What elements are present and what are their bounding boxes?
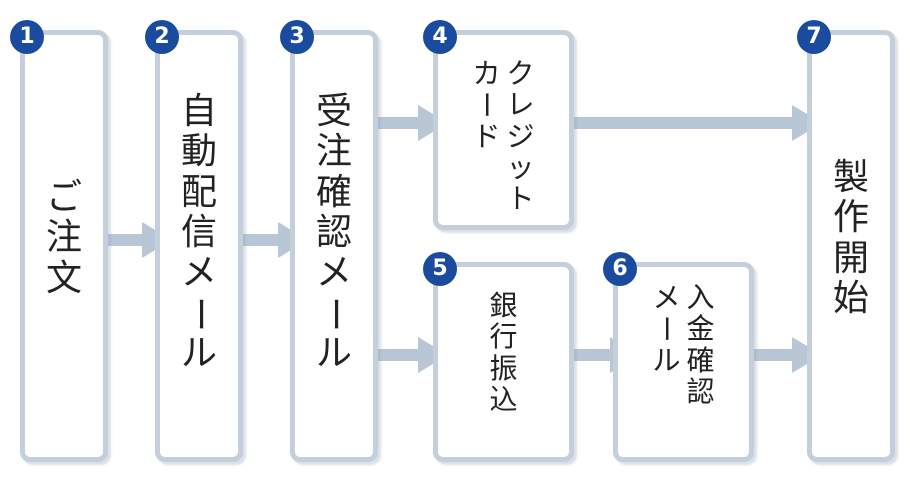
step-7-number-badge: 7 bbox=[797, 20, 831, 54]
step-1-label-char: ご bbox=[45, 177, 82, 218]
step-5-label: 銀 行 振 込 bbox=[433, 289, 574, 417]
step-4-label-char: ー bbox=[470, 91, 504, 120]
step-7-label-char: 開 bbox=[832, 237, 869, 279]
step-3-number-badge: 3 bbox=[280, 20, 314, 54]
step-3-label-char: 確 bbox=[315, 171, 352, 213]
step-4-label-char: ク bbox=[506, 57, 535, 90]
step-6-label-column: 入 金 確 認 bbox=[686, 281, 715, 409]
step-5-label-char: 銀 bbox=[489, 289, 518, 322]
step-7-label-char: 始 bbox=[832, 277, 869, 319]
step-3-box bbox=[290, 30, 378, 462]
step-6-box bbox=[613, 262, 754, 462]
step-4-number-badge: 4 bbox=[423, 20, 457, 54]
connector-2-3-line bbox=[242, 234, 280, 246]
step-6-number-badge: 6 bbox=[603, 252, 637, 286]
step-7-box bbox=[807, 30, 895, 462]
step-5-label-char: 行 bbox=[489, 320, 518, 354]
step-4-label-char: ッ bbox=[506, 151, 535, 185]
step-4-label-column: ク レ ジ ッ ト bbox=[507, 58, 535, 215]
step-6-label-char: メ bbox=[652, 281, 681, 314]
step-1-box bbox=[20, 30, 108, 462]
step-3-label-char: ー bbox=[314, 295, 356, 332]
step-4-label-char: ト bbox=[506, 182, 535, 216]
step-6-label-char: 入 bbox=[686, 281, 715, 314]
connector-5-6-line bbox=[574, 349, 612, 361]
step-2-label-char: 配 bbox=[180, 171, 217, 213]
step-3-label-char: ル bbox=[315, 332, 352, 374]
step-7-label-char: 製 bbox=[832, 157, 869, 198]
step-1-label-char: 注 bbox=[45, 217, 82, 259]
connector-3-5-line bbox=[377, 349, 420, 361]
step-2-label: 自 動 配 信 メ ー ル bbox=[155, 91, 243, 374]
step-6-label-char: 金 bbox=[686, 312, 715, 346]
step-3-label: 受 注 確 認 メ ー ル bbox=[290, 91, 378, 374]
step-6-label-column: メ ー ル bbox=[650, 281, 684, 377]
connector-6-7-line bbox=[753, 349, 794, 361]
connector-3-4-line bbox=[377, 117, 420, 129]
step-4-label: ク レ ジ ッ ト カ ー ド bbox=[433, 58, 574, 215]
step-6-label-char: ー bbox=[650, 315, 684, 344]
step-6-label-char: 認 bbox=[686, 375, 715, 409]
step-3-label-char: 注 bbox=[315, 131, 352, 173]
step-6-label-char: 確 bbox=[686, 343, 715, 377]
step-4-label-char: レ bbox=[506, 88, 535, 122]
step-2-label-char: 自 bbox=[180, 91, 217, 132]
step-2-label-char: メ bbox=[180, 252, 217, 294]
step-5-label-char: 込 bbox=[489, 383, 518, 417]
step-4-box bbox=[433, 30, 574, 230]
step-2-box bbox=[155, 30, 243, 462]
step-1-label: ご 注 文 bbox=[20, 177, 108, 299]
step-7-label: 製 作 開 始 bbox=[807, 157, 895, 319]
step-4-label-char: ジ bbox=[506, 119, 535, 153]
step-4-label-char: ド bbox=[472, 119, 501, 153]
step-2-number-badge: 2 bbox=[145, 20, 179, 54]
step-5-box bbox=[433, 262, 574, 462]
step-7-label-char: 作 bbox=[832, 197, 869, 239]
step-4-label-column: カ ー ド bbox=[470, 57, 504, 153]
step-2-label-char: ル bbox=[180, 332, 217, 374]
connector-1-2-line bbox=[106, 234, 144, 246]
step-6-label-char: ル bbox=[652, 343, 681, 377]
step-5-number-badge: 5 bbox=[423, 252, 457, 286]
step-2-label-char: ー bbox=[179, 295, 221, 332]
step-1-number-badge: 1 bbox=[10, 20, 44, 54]
step-1-label-char: 文 bbox=[45, 257, 82, 299]
step-2-label-char: 信 bbox=[180, 211, 217, 253]
step-3-label-char: メ bbox=[315, 252, 352, 294]
step-6-label: 入 金 確 認 メ ー ル bbox=[613, 281, 754, 409]
step-3-label-char: 認 bbox=[315, 211, 352, 253]
connector-4-7-line bbox=[574, 117, 794, 129]
step-3-label-char: 受 bbox=[315, 91, 352, 132]
step-2-label-char: 動 bbox=[180, 131, 217, 173]
step-4-label-char: カ bbox=[472, 57, 501, 90]
step-5-label-char: 振 bbox=[489, 351, 518, 385]
